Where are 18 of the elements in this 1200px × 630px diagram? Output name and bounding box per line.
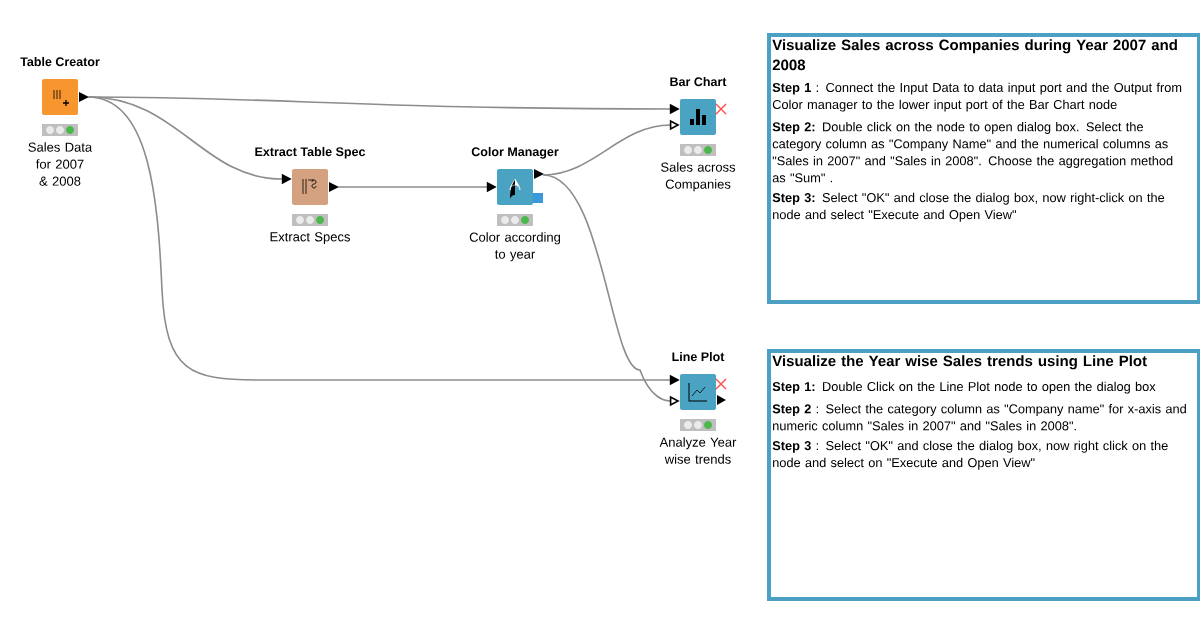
node-label: Sales Data for 2007 & 2008	[28, 142, 93, 186]
node-label: Color according to year	[469, 232, 561, 262]
node-label: Sales across Companies	[661, 162, 736, 192]
node-title: Bar Chart	[670, 76, 727, 87]
note-heading: Visualize the Year wise Sales trends using Line Plot	[772, 355, 1147, 370]
step-text: Step 3 : Select "OK" and close the dialog box, now right click on the node and select on "Execute and Open View"	[772, 440, 1168, 470]
node-label: Extract Specs	[270, 232, 350, 244]
note-heading: Visualize Sales across Companies during Year 2007 and 2008	[772, 39, 1177, 71]
node-title: Line Plot	[672, 351, 725, 362]
step-text: Step 1: Double Click on the Line Plot node to open the dialog box	[772, 381, 1156, 394]
node-title: Color Manager	[471, 146, 559, 159]
step-text: Step 2 : Select the category column as "Company name" for x-axis and numeric column "Sales in 2007" and "Sales in 2008".	[772, 404, 1186, 431]
step-text: Step 2: Double click on the node to open dialog box. Select the category column as "Company Name" and the numerical columns as "Sales in 2007" and "Sales in 2008". Choose the aggregation method as "Sum" .	[772, 121, 1173, 183]
step-text: Step 1 : Connect the Input Data to data input port and the Output from Color manager to the lower input port of the Bar Chart node	[772, 82, 1182, 112]
step-text: Step 3: Select "OK" and close the dialog box, now right-click on the node and select "Execute and Open View"	[772, 192, 1165, 222]
node-title: Extract Table Spec	[255, 146, 366, 159]
node-label: Analyze Year wise trends	[659, 437, 737, 464]
node-title: Table Creator	[20, 56, 100, 67]
